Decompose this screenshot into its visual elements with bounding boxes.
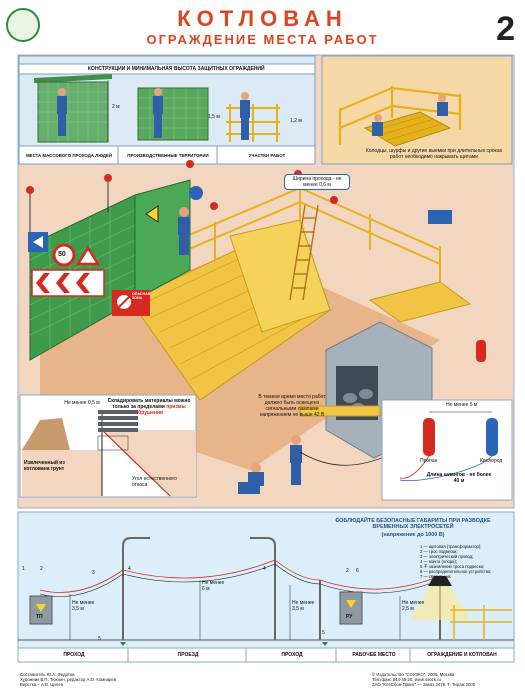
ru-label: РУ bbox=[346, 614, 353, 620]
lighting-note: В темное время место работ должно быть о… bbox=[258, 394, 326, 418]
zone-label-5: ОГРАЖДЕНИЕ И КОТЛОВАН bbox=[427, 652, 497, 658]
footer-line: © Издательство "СОУЗКО", 2006. Москва bbox=[372, 672, 455, 677]
oxygen-cylinder bbox=[486, 418, 498, 456]
zone-label-4: РАБОЧЕЕ МЕСТО bbox=[352, 652, 396, 658]
footer-line: Верстка – А.В. Цилев bbox=[20, 682, 63, 687]
angle-label: Угол естественного откоса bbox=[132, 476, 177, 488]
footer-line: Тел./факс 544-45-20; www.ssozk.ru bbox=[372, 677, 441, 682]
num-4: 4 bbox=[128, 566, 131, 572]
height-label-2: Не менее 6 м bbox=[202, 580, 225, 592]
footer-line: Составитель Ю.А. Федотов bbox=[20, 672, 75, 677]
fence-territory bbox=[137, 87, 209, 141]
legend-item: 1 — щитовая (трансформатор); bbox=[420, 544, 482, 549]
num-2: 2 bbox=[40, 566, 43, 572]
fire-extinguisher bbox=[476, 340, 486, 362]
oxygen-label: Кислород bbox=[480, 458, 503, 464]
poster-title: КОТЛОВАН bbox=[177, 6, 348, 31]
num-5: 5 bbox=[98, 636, 101, 642]
soil-pile bbox=[22, 418, 70, 450]
fence-height-1: 2 м bbox=[112, 104, 120, 110]
roadworks-sign bbox=[75, 245, 101, 266]
footer-line: Художник В.П. Тюхнин, редактор А.О. Комн… bbox=[20, 677, 117, 682]
legend-item: 5 — заземление троса подвески; bbox=[420, 564, 485, 569]
num-5b: 5 bbox=[322, 630, 325, 636]
poster-subtitle: ОГРАЖДЕНИЕ МЕСТА РАБОТ bbox=[146, 32, 379, 47]
height-label-4: Не менее 2,5 м bbox=[402, 600, 425, 612]
legend-item: 3 — электрический провод; bbox=[420, 554, 474, 559]
legend-item: 2 — трос подвески; bbox=[420, 549, 458, 554]
mandatory-sign bbox=[189, 186, 203, 200]
footer-publisher: © Издательство "СОУЗКО", 2006. Москва Те… bbox=[372, 672, 517, 687]
electric-subtitle: (напряжение до 1000 В) bbox=[381, 532, 445, 538]
fences-title: КОНСТРУКЦИИ И МИНИМАЛЬНАЯ ВЫСОТА ЗАЩИТНЫ… bbox=[88, 66, 265, 72]
zone-label-3: ПРОХОД bbox=[281, 652, 303, 658]
lamp bbox=[428, 576, 452, 586]
legend-item: 4 — мачта (опора); bbox=[420, 559, 458, 564]
storage-note: Складировать материалы можно только за п… bbox=[104, 398, 194, 416]
num-6: 6 bbox=[356, 568, 359, 574]
storage-distance: Не менее 0,5 м bbox=[64, 400, 100, 406]
storage-note-text: Складировать материалы можно только за п… bbox=[107, 398, 191, 410]
propane-label: Пропан bbox=[420, 458, 438, 464]
num-7: 7 bbox=[424, 564, 427, 570]
num-3: 3 bbox=[92, 570, 95, 576]
fence-label-3: УЧАСТКИ РАБОТ bbox=[248, 153, 286, 158]
storage-note-highlight: призмы обрушения bbox=[135, 404, 186, 416]
num-4b: 4 bbox=[263, 566, 266, 572]
fence-covered-walkway bbox=[34, 74, 112, 143]
excavation-scene bbox=[26, 160, 486, 470]
zone-label-1: ПРОХОД bbox=[63, 652, 85, 658]
passage-note: Ширина прохода - не менее 0,6 м bbox=[284, 174, 350, 190]
poster-number: 2 bbox=[496, 10, 515, 48]
speed-limit-sign bbox=[52, 243, 76, 267]
fence-label-2: ПРОИЗВОДСТВЕННЫЕ ТЕРРИТОРИИ bbox=[127, 153, 209, 158]
electric-title: СОБЛЮДАЙТЕ БЕЗОПАСНЫЕ ГАБАРИТЫ ПРИ РАЗВО… bbox=[335, 518, 491, 530]
height-label-1: Не менее 3,5 м bbox=[72, 600, 95, 612]
fence-height-3: 1,2 м bbox=[290, 118, 302, 124]
speed-limit-value: 50 bbox=[58, 251, 66, 258]
manhole-note: Колодцы, шурфы и другие выемки при длите… bbox=[365, 148, 503, 160]
legend-item: 6 — распределительное устройство; bbox=[420, 569, 492, 574]
stacked-materials bbox=[98, 410, 138, 432]
hose-note: Длина шлангов - не более 40 м bbox=[426, 472, 492, 484]
ladder bbox=[289, 204, 319, 301]
legend-item: 7 — светильник bbox=[420, 574, 451, 579]
fence-label-1: МЕСТА МАССОВОГО ПРОХОДА ЛЮДЕЙ bbox=[25, 153, 113, 158]
poles bbox=[122, 537, 441, 640]
zone-label-2: ПРОЕЗД bbox=[177, 652, 199, 658]
num-2b: 2 bbox=[346, 568, 349, 574]
gas-distance: Не менее 5 м bbox=[446, 402, 478, 408]
fence-railing bbox=[226, 104, 280, 142]
fence-height-2: 1,5 м bbox=[208, 114, 220, 120]
publisher-logo bbox=[6, 8, 40, 42]
warning-sign bbox=[145, 205, 159, 223]
height-label-3: Не менее 3,5 м bbox=[292, 600, 315, 612]
soil-label: Извлеченный из котлована грунт bbox=[24, 460, 65, 472]
electric-legend: 1 — щитовая (трансформатор); 2 — трос по… bbox=[420, 544, 512, 579]
footer-authors: Составитель Ю.А. Федотов Художник В.П. Т… bbox=[20, 672, 240, 687]
num-1: 1 bbox=[22, 566, 25, 572]
danger-zone-text: ОПАСНАЯ ЗОНА bbox=[132, 292, 151, 300]
propane-cylinder bbox=[423, 418, 435, 456]
info-sign bbox=[428, 210, 452, 224]
footer-line: ЗАО "КлеСбон-Принт" — Заказ 2479. Т. Тир… bbox=[372, 682, 476, 687]
tp-label: ТП bbox=[36, 614, 43, 620]
